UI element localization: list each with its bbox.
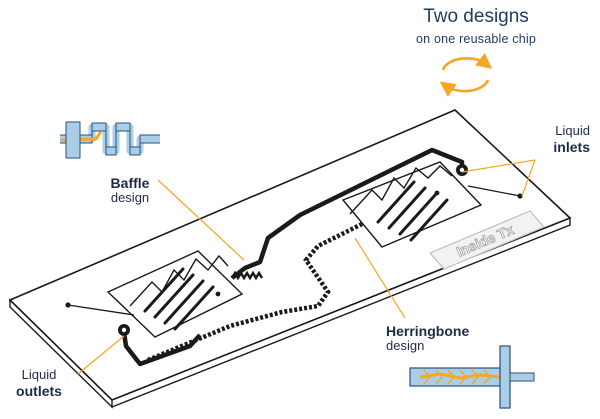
inlets-label: Liquid inlets <box>520 123 590 155</box>
outlets-label-line1: Liquid <box>21 367 57 382</box>
circular-arrows-icon <box>439 53 493 97</box>
inlets-label-line2: inlets <box>553 138 590 155</box>
baffle-label-line2: design <box>110 190 150 206</box>
main-channel <box>121 147 465 367</box>
title-block: Two designs on one reusable chip <box>386 6 566 46</box>
baffle-chamber <box>106 250 244 338</box>
baffle-label: Baffle design <box>100 175 160 206</box>
herringbone-label-line2: design <box>386 338 425 354</box>
herringbone-label-line1: Herringbone <box>386 323 470 339</box>
baffle-label-line1: Baffle <box>110 175 150 191</box>
inlets-label-line1: Liquid <box>555 123 590 138</box>
herringbone-chamber <box>341 161 483 248</box>
herringbone-label: Herringbone design <box>386 323 469 354</box>
herringbone-channel <box>147 221 364 363</box>
herringbone-channel-thumbnail <box>409 345 535 409</box>
leader-lines <box>77 159 536 375</box>
thin-connections <box>67 185 521 316</box>
page-subtitle: on one reusable chip <box>415 31 537 46</box>
outlets-label: Liquid outlets <box>8 367 70 399</box>
page-title: Two designs <box>423 6 529 27</box>
baffle-channel-thumbnail <box>60 121 160 159</box>
outlets-label-line2: outlets <box>16 382 62 399</box>
ports <box>65 164 523 336</box>
baffle-channel <box>230 270 264 281</box>
